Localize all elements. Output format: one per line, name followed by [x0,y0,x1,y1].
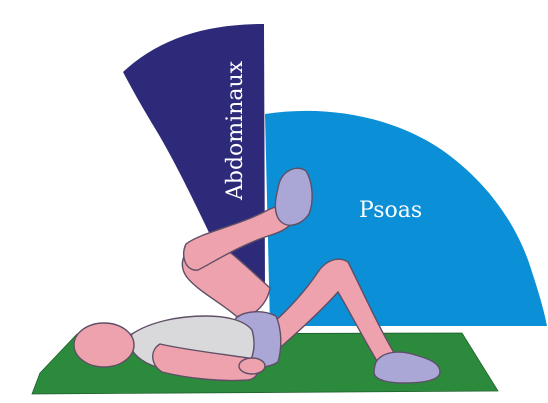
abdominaux-label: Abdominaux [223,60,248,201]
head [74,323,134,367]
psoas-label: Psoas [359,198,422,223]
hand [239,358,265,374]
